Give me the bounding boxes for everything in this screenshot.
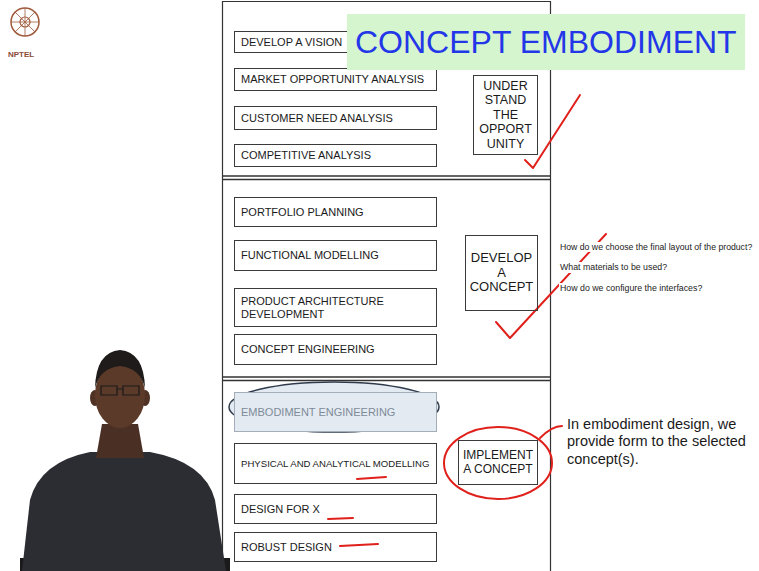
nptel-logo — [11, 8, 39, 36]
activity-box: PORTFOLIO PLANNING — [234, 197, 437, 227]
red-circle — [444, 427, 552, 499]
underline — [340, 544, 378, 546]
title-banner: CONCEPT EMBODIMENT — [347, 14, 745, 70]
activity-box: DESIGN FOR X — [234, 494, 437, 524]
box-text: PORTFOLIO PLANNING — [241, 206, 364, 219]
box-text: DESIGN FOR X — [241, 503, 320, 516]
activity-box: ROBUST DESIGN — [234, 532, 437, 562]
underline — [357, 477, 386, 479]
box-text: DEVELOP A CONCEPT — [469, 251, 534, 296]
neck — [96, 424, 144, 458]
glasses — [101, 386, 139, 395]
logo-ring — [11, 8, 39, 36]
stage-box: UNDER STAND THE OPPORT UNITY — [473, 75, 538, 155]
logo-text: NPTEL — [8, 50, 34, 60]
box-text: CUSTOMER NEED ANALYSIS — [241, 112, 393, 125]
tick-mark — [525, 95, 580, 168]
activity-box: PHYSICAL AND ANALYTICAL MODELLING — [234, 443, 437, 484]
stage-box: DEVELOP A CONCEPT — [465, 235, 538, 311]
shirt — [22, 452, 226, 571]
activity-box: EMBODIMENT ENGINEERING — [234, 392, 437, 432]
title-text: CONCEPT EMBODIMENT — [355, 24, 737, 61]
box-text: CONCEPT ENGINEERING — [241, 343, 375, 356]
note-text: In embodiment design, we provide form to… — [567, 416, 753, 468]
question-text: How do we choose the final layout of the… — [559, 242, 753, 252]
red-tail — [540, 426, 562, 438]
logo-spokes — [11, 8, 39, 36]
activity-box: MARKET OPPORTUNITY ANALYSIS — [234, 68, 437, 91]
box-text: PRODUCT ARCHITECTURE DEVELOPMENT — [241, 295, 430, 320]
box-text: COMPETITIVE ANALYSIS — [241, 149, 371, 162]
activity-box: CUSTOMER NEED ANALYSIS — [234, 106, 437, 130]
highlight-oval — [229, 382, 439, 432]
question-text: What materials to be used? — [559, 262, 668, 273]
box-text: UNDER STAND THE OPPORT UNITY — [477, 79, 534, 151]
box-text: MARKET OPPORTUNITY ANALYSIS — [241, 73, 424, 86]
box-text: IMPLEMENT A CONCEPT — [462, 449, 534, 477]
box-text: EMBODIMENT ENGINEERING — [241, 406, 395, 419]
underline — [328, 518, 353, 519]
activity-box: FUNCTIONAL MODELLING — [234, 240, 437, 271]
box-text: PHYSICAL AND ANALYTICAL MODELLING — [241, 458, 429, 469]
hair — [95, 350, 145, 388]
activity-box: CONCEPT ENGINEERING — [234, 334, 437, 365]
activity-box: COMPETITIVE ANALYSIS — [234, 144, 437, 167]
frame — [223, 2, 551, 571]
box-text: DEVELOP A VISION — [241, 36, 342, 49]
stage-box: IMPLEMENT A CONCEPT — [458, 440, 538, 485]
box-text: ROBUST DESIGN — [241, 541, 332, 554]
activity-box: PRODUCT ARCHITECTURE DEVELOPMENT — [234, 288, 437, 327]
section-divider — [222, 176, 551, 381]
box-text: FUNCTIONAL MODELLING — [241, 249, 379, 262]
annotations — [328, 95, 606, 546]
question-text: How do we configure the interfaces? — [559, 283, 703, 294]
presenter — [20, 350, 230, 571]
